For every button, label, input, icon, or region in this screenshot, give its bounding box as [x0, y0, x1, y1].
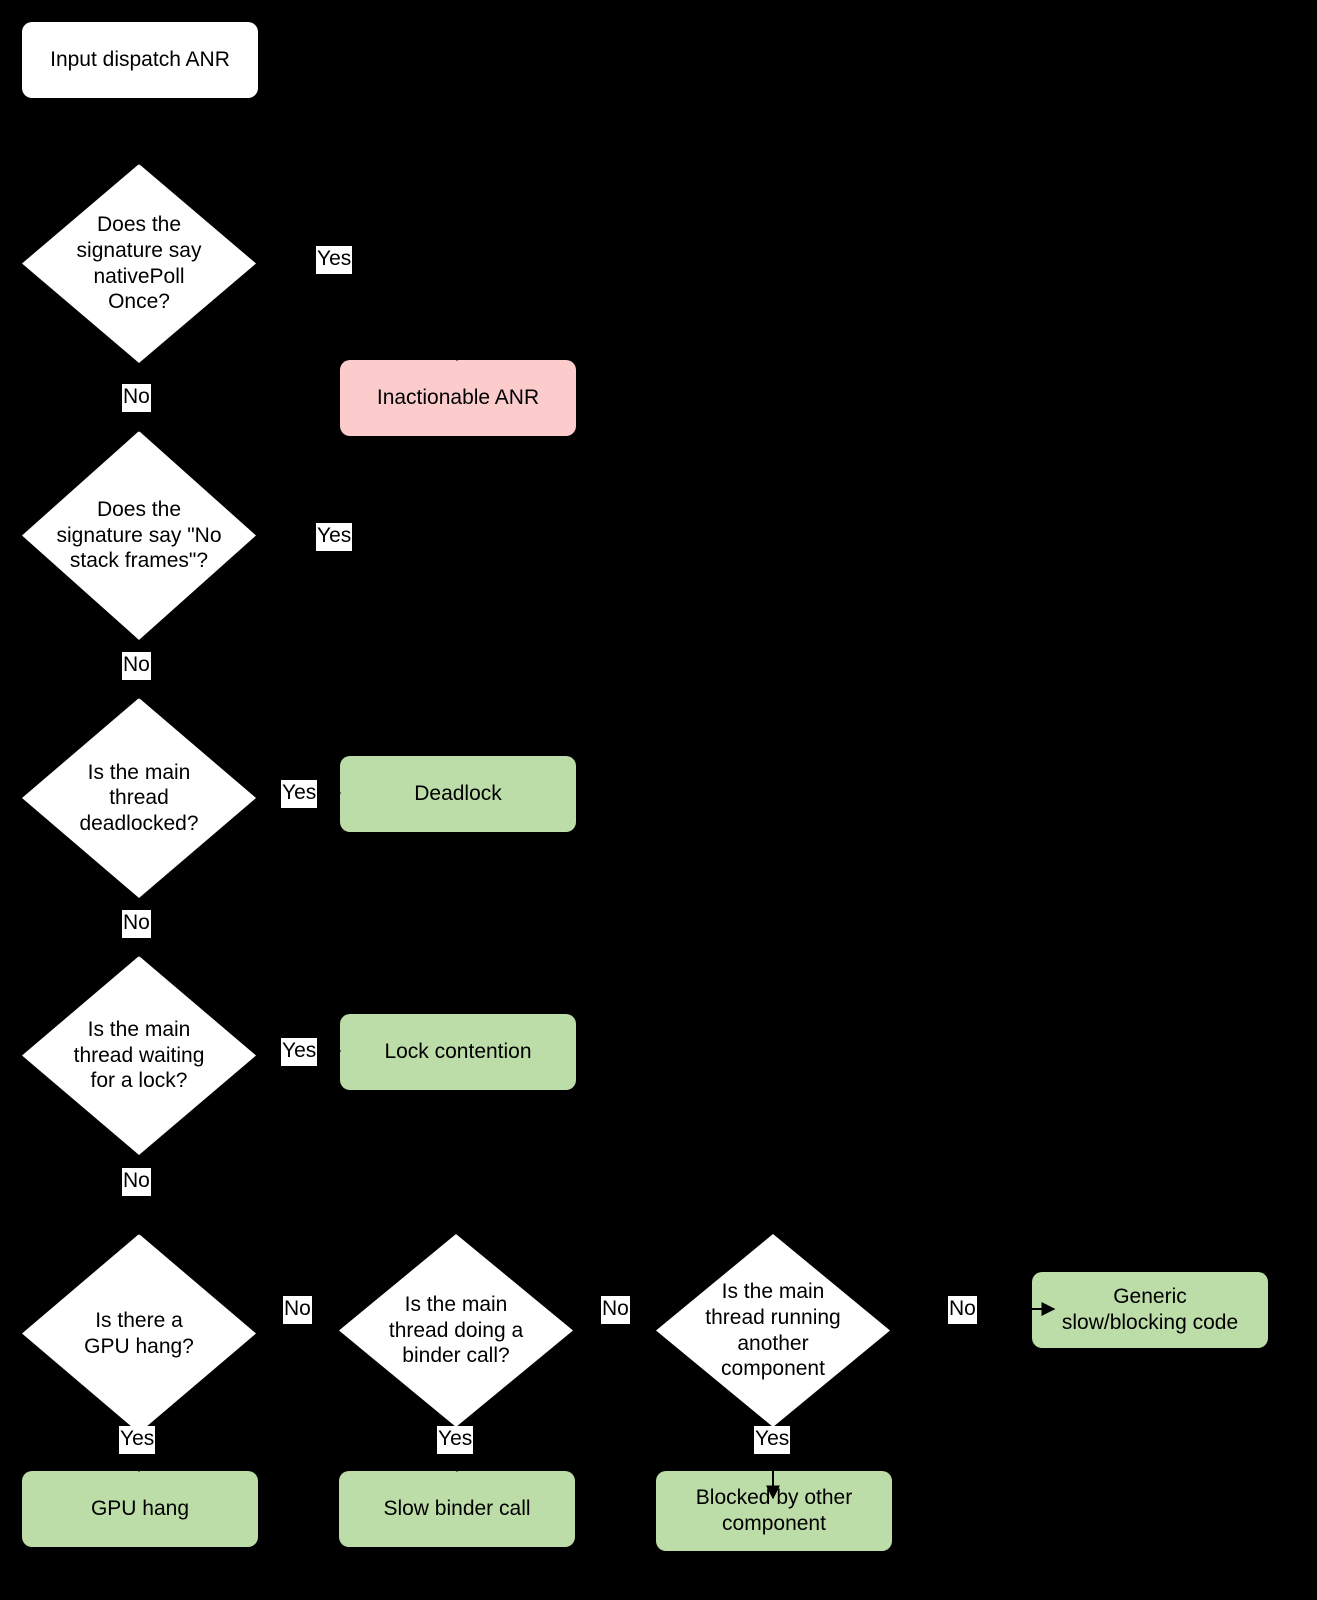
edge-label-gpu-hang-no: No: [283, 1296, 312, 1324]
diamond-shape: [339, 1234, 573, 1427]
diamond-shape: [22, 164, 256, 363]
edge-label-gpu-hang-yes: Yes: [119, 1426, 156, 1454]
node-outcome-deadlock[interactable]: Deadlock: [340, 756, 576, 832]
edge-label-waiting-for-lock-yes: Yes: [281, 1038, 318, 1066]
node-outcome-gpu-hang[interactable]: GPU hang: [22, 1471, 258, 1547]
edge-label-nativepollonce-yes: Yes: [316, 246, 353, 274]
edge-label-deadlocked-yes: Yes: [281, 780, 318, 808]
edge-label-waiting-for-lock-no: No: [122, 1168, 151, 1196]
node-question-nativepollonce[interactable]: Does the signature say nativePoll Once?: [22, 164, 256, 363]
node-outcome-blocked-by-other-component[interactable]: Blocked by other component: [656, 1471, 892, 1551]
node-outcome-inactionable-anr[interactable]: Inactionable ANR: [340, 360, 576, 436]
edge-label-running-another-component-no: No: [948, 1296, 977, 1324]
diamond-shape: [22, 431, 256, 640]
node-question-main-thread-deadlocked[interactable]: Is the main thread deadlocked?: [22, 698, 256, 898]
edge-label-binder-call-yes: Yes: [437, 1426, 474, 1454]
node-question-running-another-component[interactable]: Is the main thread running another compo…: [656, 1234, 890, 1427]
edge-label-deadlocked-no: No: [122, 910, 151, 938]
diamond-shape: [656, 1234, 890, 1427]
node-question-binder-call[interactable]: Is the main thread doing a binder call?: [339, 1234, 573, 1427]
node-outcome-generic-slow-blocking-code[interactable]: Generic slow/blocking code: [1032, 1272, 1268, 1348]
node-outcome-lock-contention[interactable]: Lock contention: [340, 1014, 576, 1090]
diamond-shape: [22, 698, 256, 898]
edge-label-no-stack-frames-no: No: [122, 652, 151, 680]
edge-label-binder-call-no: No: [601, 1296, 630, 1324]
edge-label-running-another-component-yes: Yes: [754, 1426, 791, 1454]
diamond-shape: [22, 1234, 256, 1433]
node-outcome-slow-binder-call[interactable]: Slow binder call: [339, 1471, 575, 1547]
node-start[interactable]: Input dispatch ANR: [22, 22, 258, 98]
node-question-no-stack-frames[interactable]: Does the signature say "No stack frames"…: [22, 431, 256, 640]
edge-label-nativepollonce-no: No: [122, 384, 151, 412]
diamond-shape: [22, 956, 256, 1155]
node-question-waiting-for-lock[interactable]: Is the main thread waiting for a lock?: [22, 956, 256, 1155]
node-question-gpu-hang[interactable]: Is there a GPU hang?: [22, 1234, 256, 1433]
edge-label-no-stack-frames-yes: Yes: [316, 523, 353, 551]
